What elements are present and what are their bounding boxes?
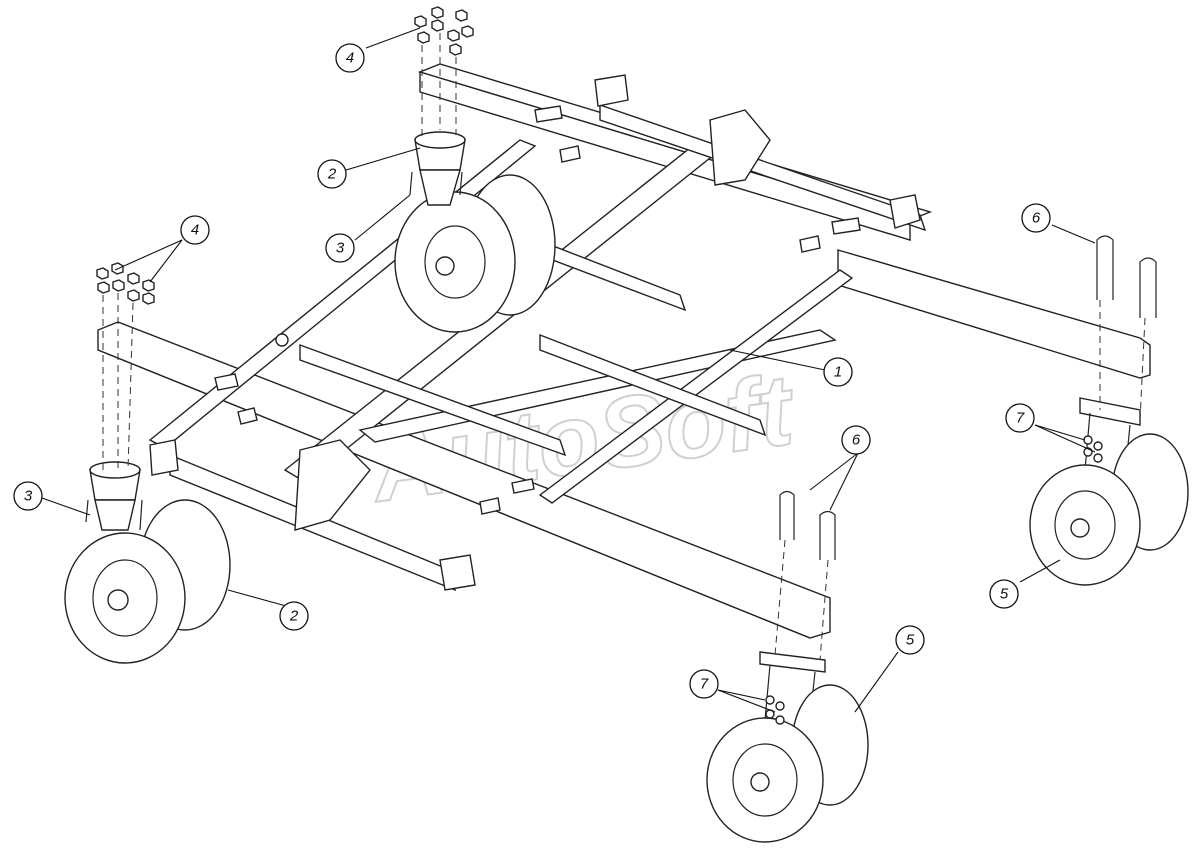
callout-2-front: 2 — [279, 601, 309, 631]
nuts-7-lower — [765, 695, 785, 725]
right-wheel-assembly-lower — [706, 651, 869, 843]
svg-text:4: 4 — [346, 50, 354, 67]
svg-text:3: 3 — [24, 488, 33, 505]
callout-4-rear: 4 — [335, 43, 365, 73]
main-frame — [97, 63, 1151, 639]
right-rail — [538, 269, 854, 504]
svg-text:2: 2 — [289, 608, 299, 625]
svg-text:4: 4 — [191, 222, 199, 239]
svg-text:5: 5 — [1000, 586, 1009, 603]
callout-4-front: 4 — [180, 215, 210, 245]
nuts-upper — [414, 6, 474, 140]
svg-text:3: 3 — [336, 240, 345, 257]
hitch-bracket-left — [294, 439, 371, 531]
callout-7-lower: 7 — [689, 669, 719, 699]
callout-2-rear: 2 — [317, 159, 347, 189]
wheel-bracket-plate-lower — [759, 651, 826, 673]
wheel-bracket-plate — [1079, 397, 1141, 426]
right-wheel-assembly-upper — [1029, 397, 1189, 586]
cross-tube-3 — [539, 333, 767, 437]
callout-7-upper: 7 — [1005, 403, 1035, 433]
svg-text:6: 6 — [1032, 210, 1041, 227]
callout-6-upper: 6 — [1021, 203, 1051, 233]
svg-text:2: 2 — [327, 166, 337, 183]
callout-3-rear: 3 — [325, 233, 355, 263]
callout-5-lower: 5 — [895, 625, 925, 655]
front-left-wheel — [64, 461, 231, 664]
svg-text:6: 6 — [852, 432, 861, 449]
callout-1: 1 — [823, 357, 853, 387]
callout-3-front: 3 — [13, 481, 43, 511]
svg-text:7: 7 — [700, 676, 709, 693]
u-bolts-upper — [1096, 235, 1157, 421]
callout-6-lower: 6 — [841, 425, 871, 455]
cross-tube-5 — [599, 104, 927, 232]
callout-5-upper: 5 — [989, 579, 1019, 609]
right-beam — [837, 249, 1151, 379]
leader-lines — [41, 27, 1096, 713]
u-bolts-lower — [774, 490, 836, 661]
svg-text:1: 1 — [834, 364, 842, 381]
rear-left-wheel — [394, 131, 556, 333]
svg-text:7: 7 — [1016, 410, 1025, 427]
cross-tube-2 — [299, 343, 567, 457]
hitch-bracket-right — [709, 109, 771, 186]
nuts-7-upper — [1083, 435, 1103, 463]
svg-text:5: 5 — [906, 632, 915, 649]
